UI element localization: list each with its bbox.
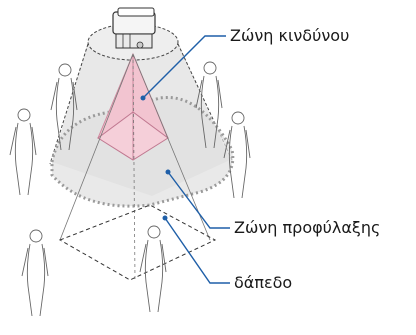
projector-icon xyxy=(112,7,156,49)
danger-zone-label: Ζώνη κινδύνου xyxy=(230,26,350,45)
protection-zone-leader xyxy=(167,171,230,229)
person-icon xyxy=(195,61,223,149)
floor-label: δάπεδο xyxy=(234,273,293,292)
projection-lines xyxy=(59,53,211,281)
danger-zone-leader xyxy=(142,35,226,99)
floor-area xyxy=(58,204,217,281)
person-icon xyxy=(139,225,167,313)
person-icon xyxy=(9,108,37,196)
person-silhouettes xyxy=(9,61,251,317)
floor-leader xyxy=(164,217,230,284)
person-icon xyxy=(223,111,251,199)
protection-zone-label: Ζώνη προφύλαξης xyxy=(234,218,381,237)
person-icon xyxy=(21,229,49,317)
leader-lines xyxy=(140,35,230,284)
person-icon xyxy=(50,63,78,151)
